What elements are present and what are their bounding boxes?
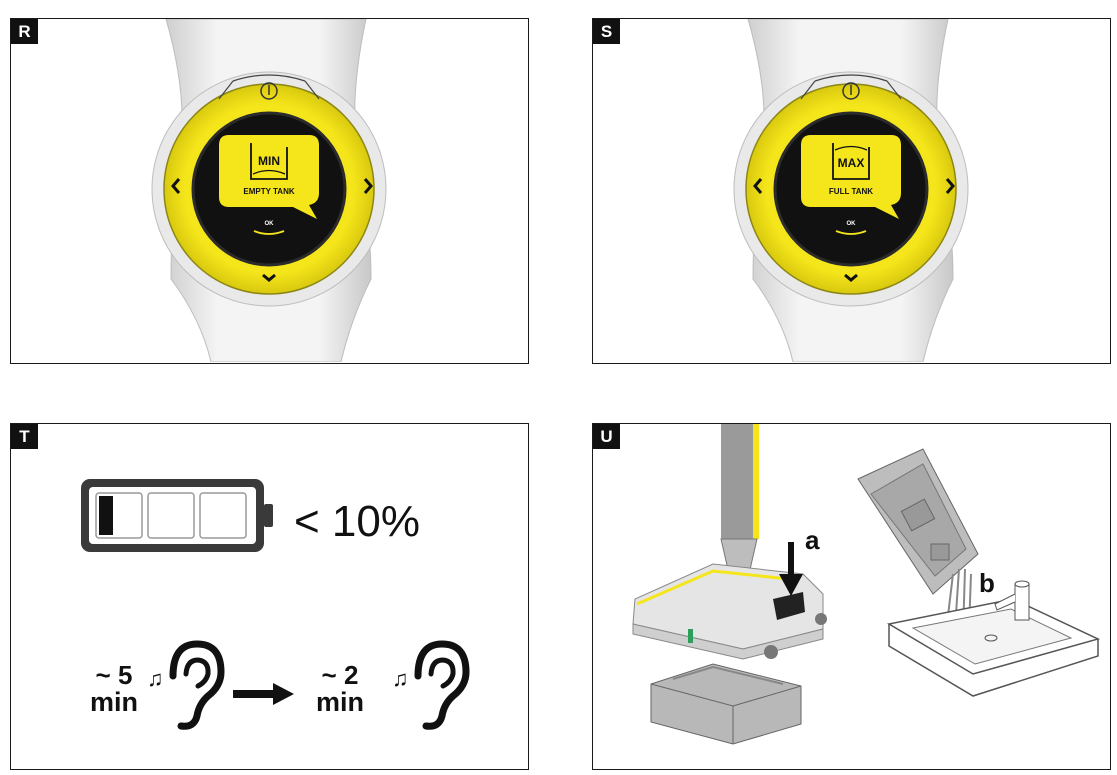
faucet-icon [994, 580, 1030, 621]
arrow-a-icon [779, 542, 803, 596]
panel-label-s: S [593, 19, 620, 44]
floor-cleaner-illustration [632, 424, 827, 660]
display-text-ok: OK [265, 221, 275, 227]
callout-a: a [805, 525, 820, 555]
chevron-right-icon [945, 178, 955, 194]
panel-t: T < 10% ~ 5 min ♫ ~ 2 min ♫ [10, 423, 529, 770]
panel-s: S MAX FULL TANK OK [592, 18, 1111, 364]
interval-2-unit: min [316, 687, 364, 717]
chevron-right-icon [363, 178, 373, 194]
chevron-down-icon [844, 273, 858, 282]
battery-level-text: < 10% [294, 497, 420, 546]
display-text-min: MIN [258, 154, 280, 168]
display-text-tank: EMPTY TANK [243, 187, 294, 196]
device-display-illustration: MIN EMPTY TANK OK [151, 19, 387, 362]
battery-icon [81, 479, 273, 552]
tray-upright-illustration [857, 448, 979, 595]
arrow-right-icon [233, 683, 294, 705]
message-bubble [219, 135, 319, 219]
device-display-illustration: MAX FULL TANK OK [733, 19, 969, 362]
panel-label-r: R [11, 19, 38, 44]
power-icon [260, 82, 278, 100]
interval-2-value: ~ 2 [322, 660, 359, 690]
power-icon [842, 82, 860, 100]
battery-fill [99, 496, 113, 535]
display-text-tank: FULL TANK [829, 187, 873, 196]
music-note-icon: ♫ [147, 666, 164, 691]
panel-label-u: U [593, 424, 620, 449]
battery-warning-illustration: < 10% ~ 5 min ♫ ~ 2 min ♫ [81, 479, 470, 730]
interval-1-unit: min [90, 687, 138, 717]
display-text-ok: OK [847, 221, 857, 227]
display-text-max: MAX [838, 156, 865, 170]
panel-label-t: T [11, 424, 38, 449]
chevron-down-icon [262, 273, 276, 282]
ear-icon [414, 640, 470, 730]
chevron-left-icon [753, 178, 763, 194]
ear-icon [169, 640, 225, 730]
sink-illustration [886, 598, 1101, 697]
chevron-left-icon [171, 178, 181, 194]
panel-u: U a [592, 423, 1111, 770]
water-stream [946, 568, 972, 635]
tank-min-icon [250, 143, 288, 180]
cleaning-steps-illustration: a b [632, 424, 1101, 745]
panel-r: R MIN EMPTY TANK OK [10, 18, 529, 364]
message-bubble [801, 135, 901, 219]
music-note-icon: ♫ [392, 666, 409, 691]
callout-b: b [979, 568, 995, 598]
roller-tray-illustration [650, 663, 802, 745]
interval-1-value: ~ 5 [96, 660, 133, 690]
tank-max-icon [832, 143, 870, 180]
